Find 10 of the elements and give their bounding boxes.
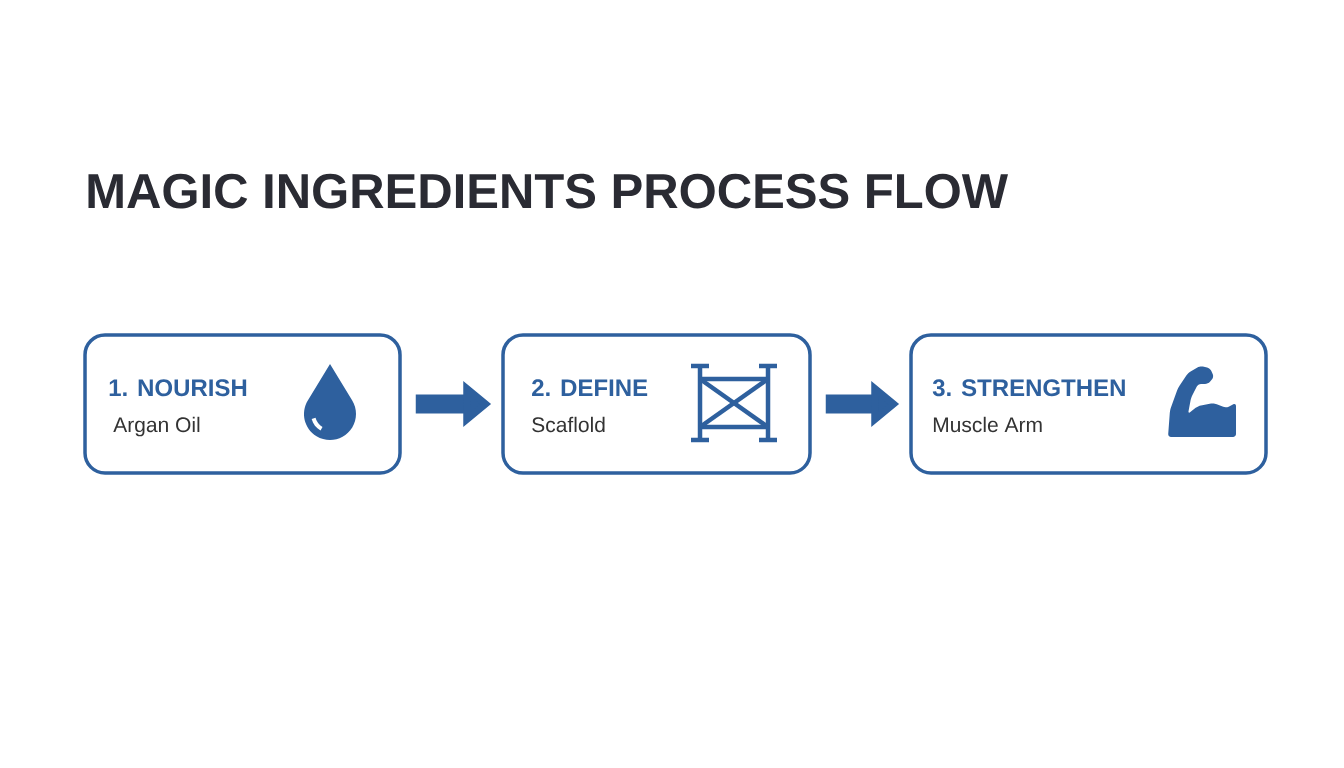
title: MAGIC INGREDIENTS PROCESS FLOW — [88, 173, 1008, 209]
step-box — [83, 333, 402, 475]
step-label: Muscle Arm — [933, 416, 1042, 433]
step-heading: 1. NOURISH — [109, 379, 247, 397]
step-heading: 2. DEFINE — [532, 379, 648, 396]
step-heading: 3. STRENGTHEN — [932, 379, 1125, 397]
step-label: Scaflold — [532, 416, 605, 433]
step-label: Argan Oil — [113, 416, 200, 437]
step-box — [909, 333, 1268, 475]
step-box — [501, 333, 812, 475]
